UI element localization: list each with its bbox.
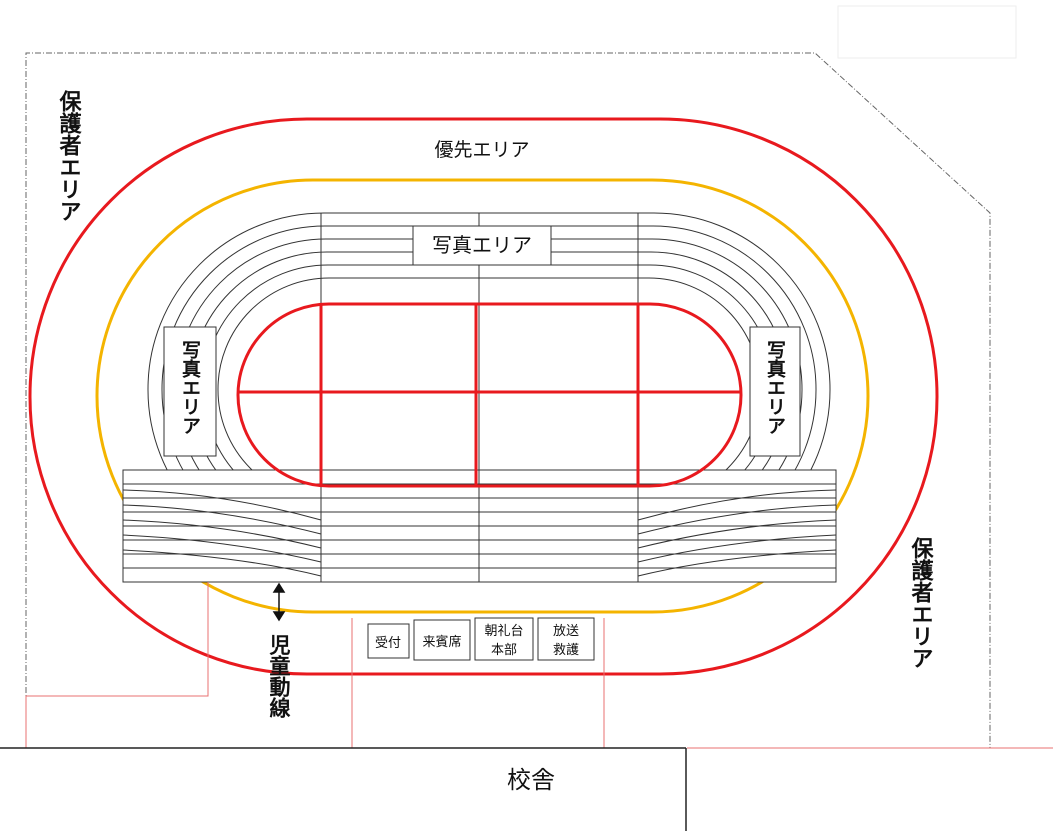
- photo-area-top-box: [412, 225, 552, 266]
- inner-field: [236, 302, 743, 488]
- tent-broadcast-label: 放送: [553, 624, 579, 639]
- tent-reception: [367, 623, 410, 659]
- tent-podium-hq: [474, 617, 534, 661]
- tent-reception-label: 受付: [375, 636, 401, 651]
- priority-area-label: 優先エリア: [434, 139, 529, 161]
- tent-rescue-label: 救護: [553, 642, 579, 658]
- child-route-label: 児童動線: [267, 634, 292, 718]
- tent-podium-label: 朝礼台: [484, 623, 523, 639]
- photo-area-left-label: 写真エリア: [179, 340, 201, 435]
- photo-area-right-label: 写真エリア: [764, 340, 786, 435]
- school-building-outline: [0, 747, 687, 831]
- tent-guest-seats-label: 来賓席: [422, 634, 461, 650]
- tent-row: 受付 来賓席 朝礼台 本部 放送 救護: [367, 617, 595, 661]
- photo-area-left-box: [163, 326, 217, 457]
- priority-area-ring: [28, 117, 939, 676]
- tent-guest-seats: [413, 619, 471, 661]
- school-building-label: 校舎: [507, 766, 555, 794]
- guide-lines: [25, 582, 1053, 749]
- child-route-arrow: [272, 582, 286, 622]
- tent-hq-label: 本部: [491, 643, 517, 658]
- photo-area-right-box: [749, 326, 801, 457]
- guardian-area-right-label: 保護者エリア: [908, 537, 935, 669]
- home-straight: [122, 469, 837, 583]
- tent-broadcast-rescue: [537, 617, 595, 661]
- site-boundary: [25, 52, 991, 748]
- blank-box: [837, 5, 1017, 59]
- track-lane-line: [217, 277, 761, 502]
- guardian-area-left-label: 保護者エリア: [56, 90, 83, 222]
- photo-area-top-label: 写真エリア: [432, 233, 532, 257]
- photo-area-ring: [95, 178, 870, 614]
